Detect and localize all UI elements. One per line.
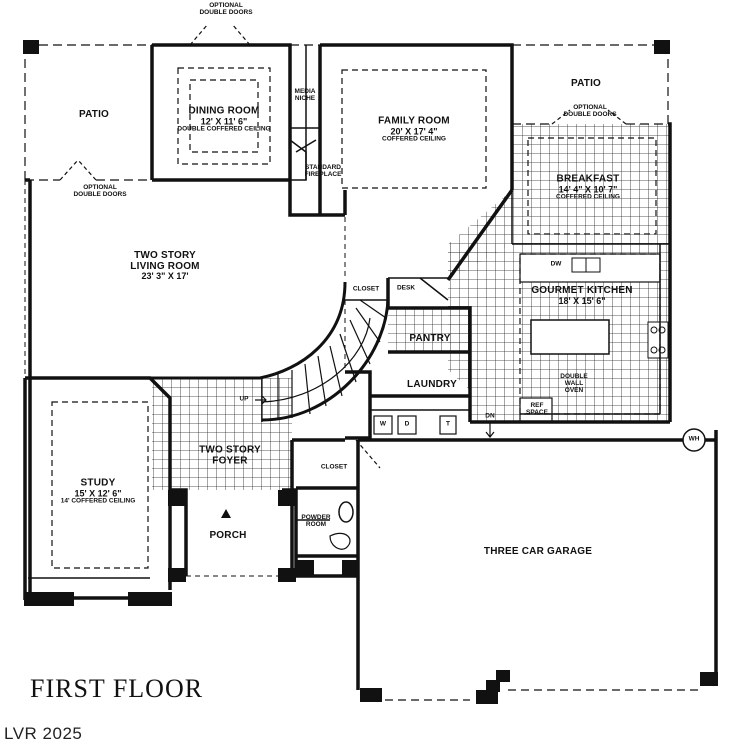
study-label: STUDY 15' X 12' 6" 14' COFFERED CEILING xyxy=(60,477,136,505)
living-room-label: TWO STORY LIVING ROOM 23' 3" X 17' xyxy=(130,249,200,281)
laundry-label: LAUNDRY xyxy=(407,378,457,390)
foyer-label: TWO STORY FOYER xyxy=(199,444,261,466)
cooktop xyxy=(647,321,669,359)
structural-posts xyxy=(23,40,718,704)
kitchen-island xyxy=(530,319,610,355)
closet-upper-label: CLOSET xyxy=(352,285,380,293)
garage-label: THREE CAR GARAGE xyxy=(483,545,593,557)
toilet xyxy=(338,501,354,523)
powder-room-label: POWDER ROOM xyxy=(301,514,331,528)
optional-doors-right-label: OPTIONAL DOUBLE DOORS xyxy=(563,104,617,118)
dryer-label: D xyxy=(404,420,410,428)
washer-label: W xyxy=(379,420,387,428)
media-niche-label: MEDIA NICHE xyxy=(294,88,316,102)
kitchen-label: GOURMET KITCHEN 18' X 15' 6" xyxy=(531,285,633,306)
dn-label: DN xyxy=(485,412,495,420)
fireplace-label: STANDARD FIREPLACE xyxy=(304,164,342,178)
dw-label: DW xyxy=(550,260,562,268)
up-label: UP xyxy=(239,395,249,403)
ref-space-label: REF SPACE xyxy=(526,402,548,416)
tub-label: T xyxy=(446,420,450,428)
powder-sink xyxy=(329,532,351,550)
watermark: LVR 2025 xyxy=(4,724,83,743)
double-wall-oven-label: DOUBLE WALL OVEN xyxy=(560,372,588,394)
optional-doors-top-label: OPTIONAL DOUBLE DOORS xyxy=(199,2,253,16)
arrow-down-icon xyxy=(485,422,495,438)
patio-left-label: PATIO xyxy=(78,108,110,120)
closet-lower-label: CLOSET xyxy=(320,463,348,471)
washer xyxy=(373,415,393,435)
optional-doors-left-label: OPTIONAL DOUBLE DOORS xyxy=(73,184,127,198)
desk-label: DESK xyxy=(396,284,416,292)
breakfast-label: BREAKFAST 14' 4" X 10' 7" COFFERED CEILI… xyxy=(556,173,620,201)
stair-up-arrow-icon xyxy=(255,395,267,405)
floor-title: FIRST FLOOR xyxy=(30,674,204,703)
patio-right-label: PATIO xyxy=(570,77,602,89)
dining-room-label: DINING ROOM 12' X 11' 6" DOUBLE COFFERED… xyxy=(177,105,271,133)
pantry-label: PANTRY xyxy=(409,332,451,344)
laundry-tub xyxy=(439,415,457,435)
dryer xyxy=(397,415,417,435)
water-heater xyxy=(682,428,706,452)
water-heater-label: WH xyxy=(688,435,700,443)
triangle-up-icon xyxy=(221,509,231,518)
porch-label: PORCH xyxy=(209,529,247,541)
family-room-label: FAMILY ROOM 20' X 17' 4" COFFERED CEILIN… xyxy=(378,115,450,143)
